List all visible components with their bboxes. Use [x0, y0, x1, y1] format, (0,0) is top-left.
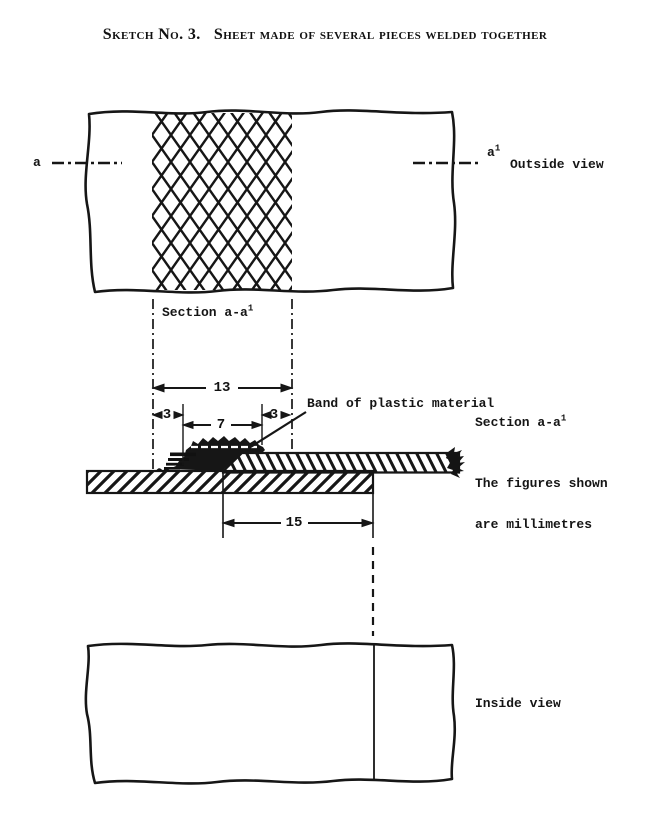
units-note-line1: The figures shown — [475, 476, 608, 492]
dim-13-value: 13 — [213, 380, 231, 396]
dim-3-left-value: 3 — [162, 407, 172, 423]
dim-3l-arrow-right — [173, 410, 185, 420]
section-marker-a1: a1 — [487, 143, 501, 161]
dim-15-arrow-right — [361, 518, 375, 528]
upper-sheet-torn-end — [446, 447, 465, 478]
dim-3l-arrow-left — [151, 410, 163, 420]
dim-15-value: 15 — [285, 515, 303, 531]
inside-view-label: Inside view — [475, 696, 561, 711]
section-label-below-base: Section a-a — [162, 305, 248, 320]
inside-view-drawing — [84, 547, 457, 785]
marker-a1-sup: 1 — [494, 143, 501, 154]
weld-band-crosshatch — [152, 113, 292, 290]
dim-13-arrow-left — [151, 383, 165, 393]
weld-spatter — [156, 468, 170, 471]
units-note: The figures shown are millimetres — [475, 450, 608, 559]
page-title: Sketch No. 3. Sheet made of several piec… — [102, 26, 548, 43]
section-label-below: Section a-a1 — [162, 303, 254, 321]
dimensions — [151, 383, 375, 538]
dim-13-arrow-right — [280, 383, 294, 393]
bead-step-4 — [164, 467, 180, 470]
dim-7-arrow-left — [181, 420, 194, 430]
weld-bead — [169, 436, 265, 471]
projection-lines — [152, 299, 293, 471]
section-label-right-base: Section a-a — [475, 415, 561, 430]
outside-sheet-outline — [84, 109, 457, 294]
band-leader-line — [248, 411, 307, 449]
outside-view-label: Outside view — [510, 157, 604, 172]
bead-step-3 — [166, 462, 184, 466]
lower-sheet — [85, 469, 375, 495]
dim-7-value: 7 — [216, 417, 226, 433]
outside-view-drawing — [52, 109, 478, 294]
dim-3r-arrow-right — [280, 410, 292, 420]
section-label-right: Section a-a1 — [475, 413, 567, 431]
inside-sheet-outline — [84, 642, 457, 785]
bead-step-2 — [168, 458, 189, 461]
dim-3-right-value: 3 — [269, 407, 279, 423]
section-label-right-sup: 1 — [560, 413, 567, 424]
section-marker-a: a — [33, 155, 41, 170]
upper-sheet — [221, 451, 461, 474]
marker-a1-base: a — [487, 145, 495, 160]
dim-15-arrow-left — [221, 518, 235, 528]
section-drawing — [85, 411, 465, 495]
dim-7-arrow-right — [251, 420, 264, 430]
units-note-line2: are millimetres — [475, 517, 593, 533]
section-label-below-sup: 1 — [247, 303, 254, 314]
band-label: Band of plastic material — [307, 396, 495, 411]
dim-3r-arrow-left — [260, 410, 272, 420]
